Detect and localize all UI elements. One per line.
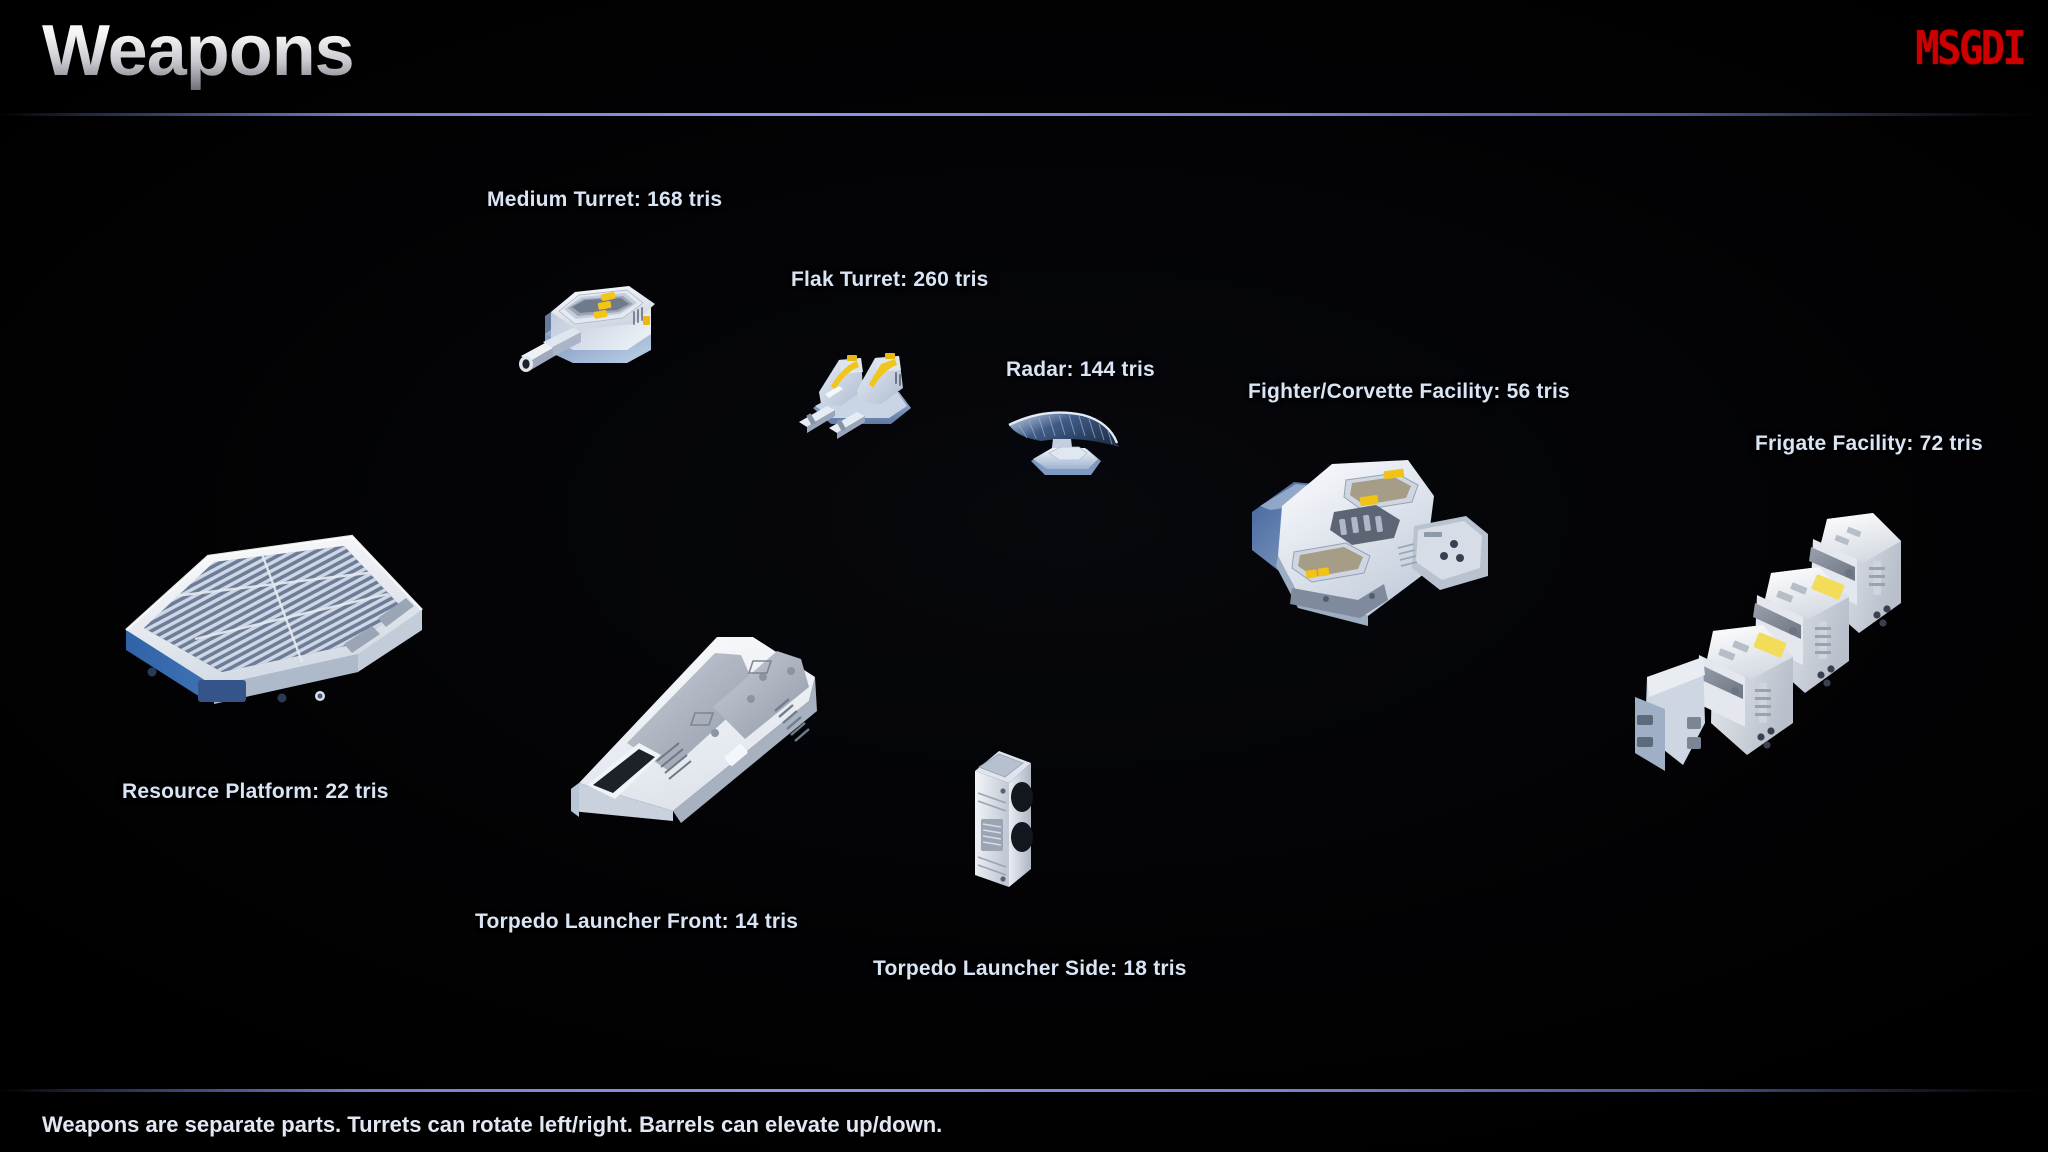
torpedo-launcher-side-label: Torpedo Launcher Side: 18 tris bbox=[873, 957, 1187, 980]
fighter-corvette-facility-label: Fighter/Corvette Facility: 56 tris bbox=[1248, 380, 1570, 403]
frigate-facility-model bbox=[1625, 485, 1915, 790]
resource-platform-label: Resource Platform: 22 tris bbox=[122, 780, 389, 803]
radar-label: Radar: 144 tris bbox=[1006, 358, 1155, 381]
torpedo-launcher-front-model bbox=[565, 615, 825, 825]
flak-turret-model bbox=[795, 330, 925, 440]
header-divider bbox=[0, 113, 2048, 116]
page-title: Weapons bbox=[42, 11, 355, 91]
footer-divider bbox=[0, 1089, 2048, 1092]
torpedo-launcher-front-label: Torpedo Launcher Front: 14 tris bbox=[475, 910, 799, 933]
radar-model bbox=[1005, 405, 1125, 490]
frigate-facility-label: Frigate Facility: 72 tris bbox=[1755, 432, 1983, 455]
footer-note: Weapons are separate parts. Turrets can … bbox=[42, 1112, 943, 1137]
torpedo-launcher-side-model bbox=[965, 745, 1045, 900]
msgdi-logo: MSGDI bbox=[1915, 22, 2026, 76]
flak-turret-label: Flak Turret: 260 tris bbox=[791, 268, 989, 291]
medium-turret-label: Medium Turret: 168 tris bbox=[487, 188, 723, 211]
fighter-corvette-facility-model bbox=[1248, 440, 1488, 640]
medium-turret-model bbox=[515, 238, 675, 383]
resource-platform-model bbox=[122, 490, 462, 740]
